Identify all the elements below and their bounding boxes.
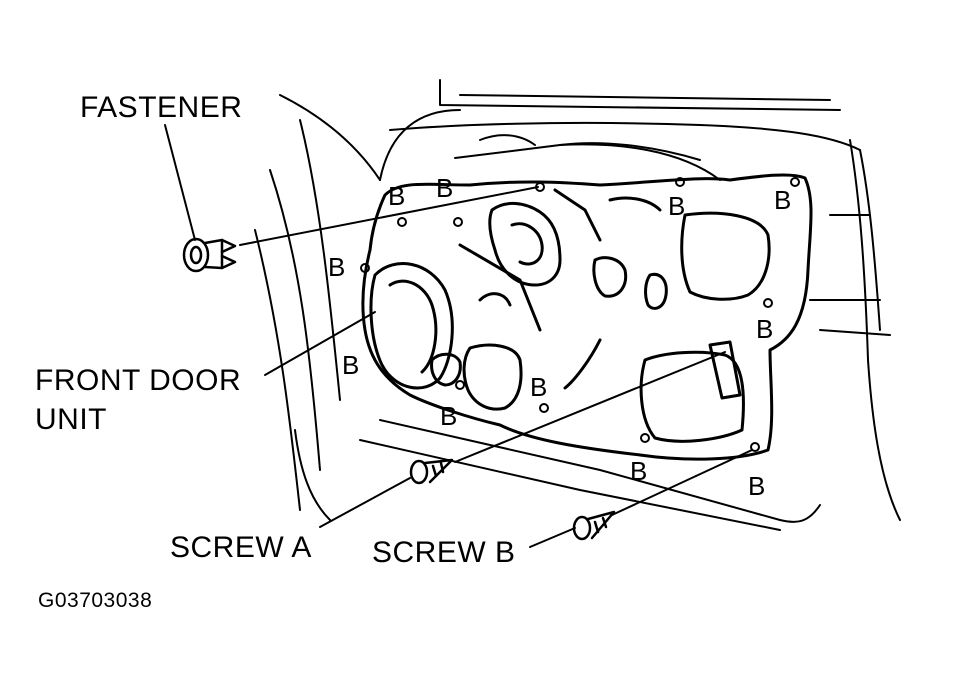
bolt-marker: B bbox=[630, 456, 648, 486]
fastener-label: FASTENER bbox=[80, 91, 243, 124]
front-door-unit-leader bbox=[264, 311, 376, 376]
figure-id: G03703038 bbox=[38, 589, 153, 612]
front-door-unit-label-line1: FRONT DOOR bbox=[35, 364, 242, 397]
bolt-marker: B bbox=[342, 350, 360, 380]
screw-a-hole-leader bbox=[454, 351, 726, 463]
screw-a-label: SCREW A bbox=[170, 531, 312, 564]
screw-b-hole-leader bbox=[611, 449, 753, 516]
bolt-marker: B bbox=[328, 252, 346, 282]
screw-b-label: SCREW B bbox=[372, 536, 516, 569]
fastener-leader bbox=[164, 124, 196, 241]
screw-b-part bbox=[572, 510, 616, 541]
fastener-clip bbox=[182, 237, 237, 273]
bolt-marker: B bbox=[530, 372, 548, 402]
fastener-hole-leader bbox=[239, 186, 539, 246]
bolt-marker: B bbox=[388, 181, 406, 211]
bolt-marker: B bbox=[756, 314, 774, 344]
front-door-unit-label-line2: UNIT bbox=[35, 403, 107, 436]
bolt-marker: B bbox=[774, 185, 792, 215]
bolt-marker: B bbox=[668, 191, 686, 221]
bolt-marker: B bbox=[748, 471, 766, 501]
bolt-marker: B bbox=[436, 173, 454, 203]
screw-b-leader bbox=[529, 527, 576, 548]
bolt-marker: B bbox=[440, 401, 458, 431]
window-regulator-rod bbox=[454, 134, 721, 181]
bolt-holes bbox=[360, 177, 800, 452]
screw-a-part bbox=[409, 458, 454, 485]
screw-a-leader bbox=[319, 477, 411, 528]
front-door-unit-panel bbox=[361, 173, 813, 461]
door-frame-lines bbox=[254, 79, 901, 531]
leader-lines bbox=[164, 124, 753, 548]
